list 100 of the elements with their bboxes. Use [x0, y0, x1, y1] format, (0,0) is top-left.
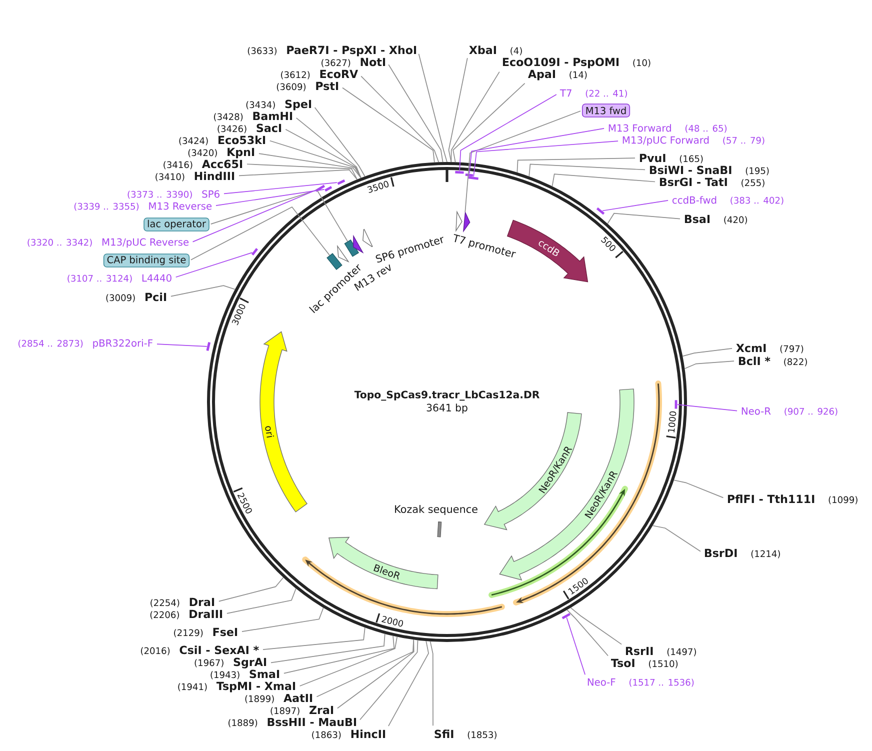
- site-label: Acc65I: [202, 160, 242, 168]
- site-label: BsaI: [684, 214, 710, 224]
- leader-line: [607, 212, 680, 224]
- site-position: (3416): [164, 161, 192, 170]
- leader-line: [448, 58, 468, 162]
- leader-line: [528, 164, 646, 177]
- leader-line: [246, 164, 358, 180]
- site-position: (1510): [648, 660, 678, 668]
- feature-band: BleoR: [328, 536, 438, 590]
- feature-tag: lac operator: [144, 218, 210, 232]
- site-label: DraI: [190, 598, 214, 606]
- site-position: (1899): [245, 695, 274, 704]
- site-position: (3627): [322, 59, 350, 68]
- primer-mark: [596, 207, 605, 215]
- leader-line: [430, 640, 434, 726]
- primer-mark: [468, 176, 478, 180]
- primer-label: Neo-R: [742, 407, 771, 415]
- site-label: TsoI: [611, 658, 634, 668]
- site-label: SfiI: [434, 730, 454, 738]
- leader-line: [677, 404, 738, 412]
- leader-line: [269, 140, 362, 178]
- leader-line: [682, 348, 732, 357]
- site-label: PflFI - Tth111I: [728, 494, 814, 503]
- site-label: CsiI - SexAI *: [180, 646, 259, 654]
- site-position: (3426): [218, 125, 246, 134]
- primer-position: (907 .. 926): [784, 408, 838, 416]
- leader-line: [216, 189, 325, 206]
- leader-line: [360, 76, 440, 163]
- leader-line: [388, 640, 429, 726]
- primer-position: (2854 .. 2873): [18, 340, 83, 348]
- tick-label: 3000: [232, 304, 246, 326]
- leader-line: [299, 636, 398, 686]
- leader-line: [468, 128, 604, 174]
- leader-line: [242, 607, 324, 632]
- leader-line: [262, 627, 366, 650]
- site-label: TspMI - XmaI: [216, 682, 296, 692]
- primer-position: (1517 .. 1536): [629, 678, 694, 687]
- leader-line: [566, 617, 586, 676]
- primer-label: SP6: [202, 190, 220, 198]
- site-label: ApaI: [528, 70, 555, 80]
- primer-position: (22 .. 41): [586, 90, 627, 98]
- site-label: BclI *: [738, 356, 770, 366]
- site-label: ZraI: [310, 706, 334, 714]
- primer-mark: [315, 184, 325, 192]
- site-position: (1099): [828, 496, 858, 504]
- leader-line: [226, 588, 296, 614]
- site-position: (2254): [150, 599, 180, 608]
- site-position: (822): [784, 358, 807, 366]
- site-label: BsiWI - SnaBI: [650, 166, 732, 174]
- site-position: (4): [510, 47, 522, 56]
- primer-position: (3373 .. 3390): [128, 190, 192, 199]
- site-label: SpeI: [285, 100, 312, 110]
- site-position: (3609): [276, 83, 306, 92]
- leader-line: [570, 607, 622, 645]
- leader-line: [418, 53, 448, 162]
- feature-tag: M13 fwd: [582, 104, 630, 118]
- leader-line: [674, 480, 724, 498]
- site-label: BsrGI - TatI: [660, 178, 727, 186]
- leader-line: [210, 190, 348, 242]
- site-label: SacI: [256, 124, 282, 132]
- site-label: BsrDI: [704, 548, 737, 558]
- leader-line: [258, 153, 362, 178]
- site-position: (1497): [667, 648, 696, 656]
- leader-line: [684, 360, 734, 370]
- primer-label: M13 Reverse: [149, 202, 212, 210]
- site-position: (1941): [178, 683, 207, 692]
- site-label: PvuI: [640, 154, 666, 162]
- site-position: (3633): [248, 47, 276, 56]
- tick-label: 3500: [367, 180, 389, 193]
- site-position: (1897): [270, 707, 300, 716]
- leader-line: [218, 577, 284, 602]
- site-position: (420): [724, 216, 747, 224]
- tick-label: 2000: [382, 616, 404, 627]
- tick-label: 500: [600, 236, 616, 251]
- site-position: (3434): [246, 101, 275, 110]
- site-label: XcmI: [736, 344, 766, 352]
- leader-line: [296, 118, 362, 178]
- site-label: SgrAI: [234, 658, 266, 668]
- leader-line: [473, 140, 618, 178]
- site-label: EcoO109I - PspOMI: [502, 58, 619, 68]
- leader-line: [450, 71, 500, 162]
- leader-line: [316, 639, 414, 698]
- leader-line: [156, 344, 208, 347]
- leader-line: [602, 200, 668, 212]
- site-label: BssHII - MauBI: [268, 718, 356, 726]
- primer-mark: [465, 174, 474, 177]
- tick-label: 1000: [668, 411, 676, 432]
- site-label: PciI: [146, 292, 166, 302]
- site-label: EcoRV: [320, 70, 358, 78]
- site-position: (14): [570, 71, 587, 80]
- leader-line: [224, 182, 338, 194]
- primer-mark: [674, 400, 678, 409]
- primer-mark: [337, 179, 346, 185]
- leader-line: [190, 206, 330, 260]
- site-position: (1863): [312, 731, 341, 740]
- site-label: XbaI: [469, 46, 496, 54]
- site-position: (165): [680, 155, 703, 164]
- leader-line: [175, 252, 253, 278]
- primer-position: (48 .. 65): [685, 124, 727, 133]
- site-position: (255): [742, 179, 764, 188]
